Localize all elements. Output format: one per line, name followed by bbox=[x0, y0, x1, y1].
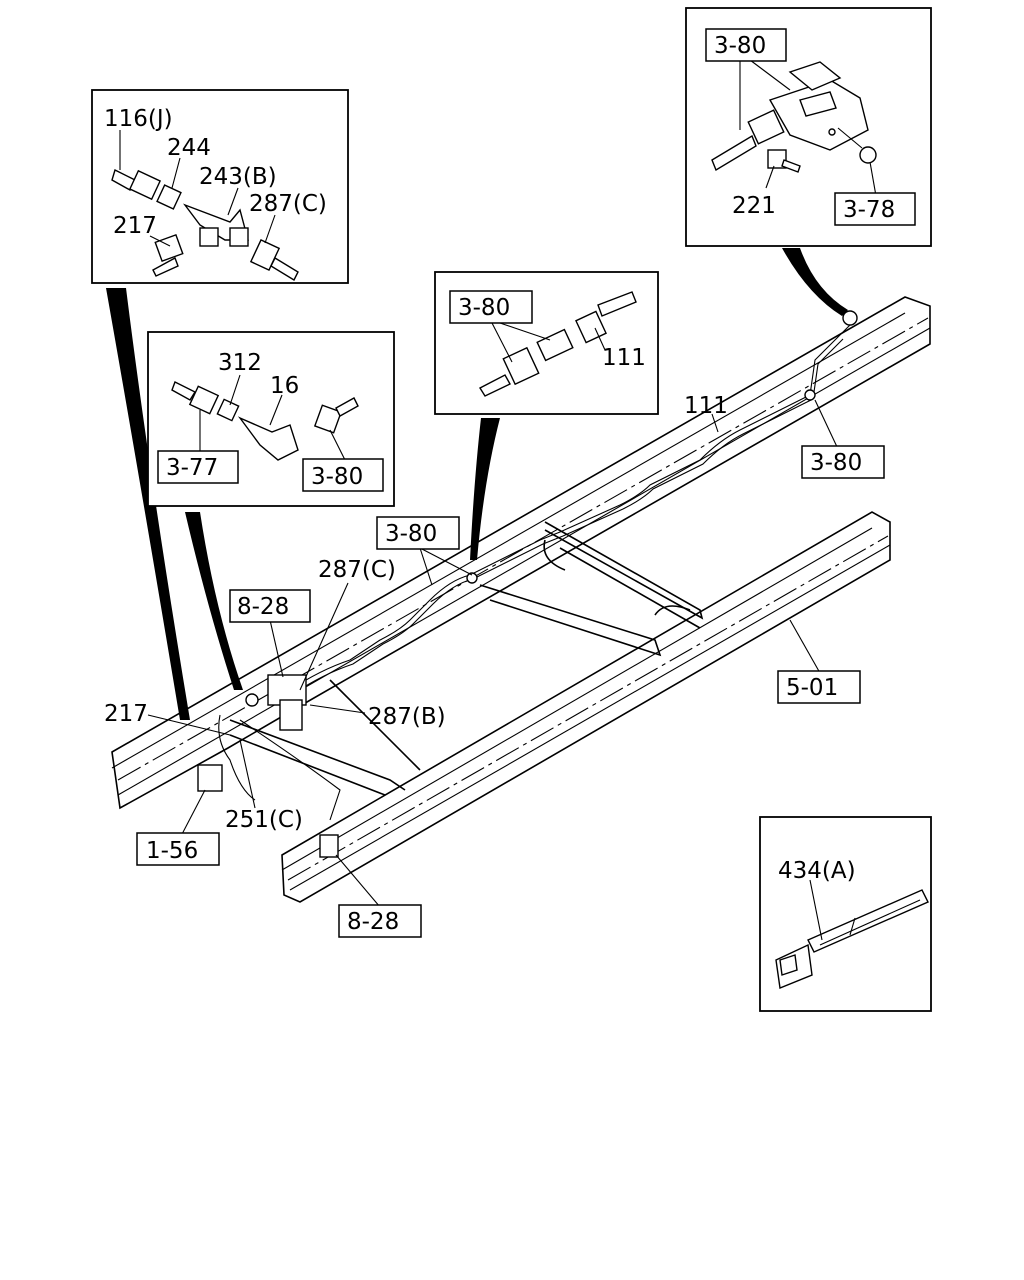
inset-middle-center: 3-80 111 bbox=[434, 271, 659, 415]
label-116j: 116(J) bbox=[104, 106, 173, 132]
label-287c-main: 287(C) bbox=[318, 557, 396, 583]
ref-3-77: 3-77 bbox=[166, 455, 218, 481]
label-434a: 434(A) bbox=[778, 858, 856, 884]
label-217-inset: 217 bbox=[113, 213, 157, 239]
main-labels: 111 3-80 3-80 287(C) 8-28 287(B) 217 251… bbox=[104, 393, 885, 938]
ref-8-28-upper: 8-28 bbox=[237, 594, 289, 620]
brake-pipe-111 bbox=[218, 319, 856, 821]
ref-3-80-center: 3-80 bbox=[385, 521, 437, 547]
label-312: 312 bbox=[218, 350, 262, 376]
ref-3-80-right: 3-80 bbox=[810, 450, 862, 476]
label-111-main: 111 bbox=[684, 393, 728, 419]
ref-5-01: 5-01 bbox=[786, 675, 838, 701]
label-221: 221 bbox=[732, 193, 776, 219]
inset-middle-left: 312 16 3-77 3-80 bbox=[147, 331, 395, 507]
label-244: 244 bbox=[167, 135, 211, 161]
label-111-inset: 111 bbox=[602, 345, 646, 371]
leader-lines bbox=[147, 399, 839, 908]
label-16: 16 bbox=[270, 373, 299, 399]
ref-3-80-inset-mc: 3-80 bbox=[458, 295, 510, 321]
inset-top-right: 3-80 221 3-78 bbox=[685, 7, 932, 247]
inset-bottom-right: 434(A) bbox=[759, 816, 932, 1012]
label-287c-inset: 287(C) bbox=[249, 191, 327, 217]
ref-8-28-lower: 8-28 bbox=[347, 909, 399, 935]
frame-assembly bbox=[111, 296, 931, 903]
junction-block bbox=[197, 310, 858, 858]
ref-3-80-inset-tr: 3-80 bbox=[714, 33, 766, 59]
ref-3-80-inset-ml: 3-80 bbox=[311, 464, 363, 490]
ref-3-78: 3-78 bbox=[843, 197, 895, 223]
label-287b-main: 287(B) bbox=[368, 704, 446, 730]
label-243b: 243(B) bbox=[199, 164, 277, 190]
label-251c-main: 251(C) bbox=[225, 807, 303, 833]
label-217-main: 217 bbox=[104, 701, 148, 727]
inset-top-left: 116(J) 244 243(B) 287(C) 217 bbox=[91, 89, 349, 284]
ref-1-56: 1-56 bbox=[146, 838, 198, 864]
